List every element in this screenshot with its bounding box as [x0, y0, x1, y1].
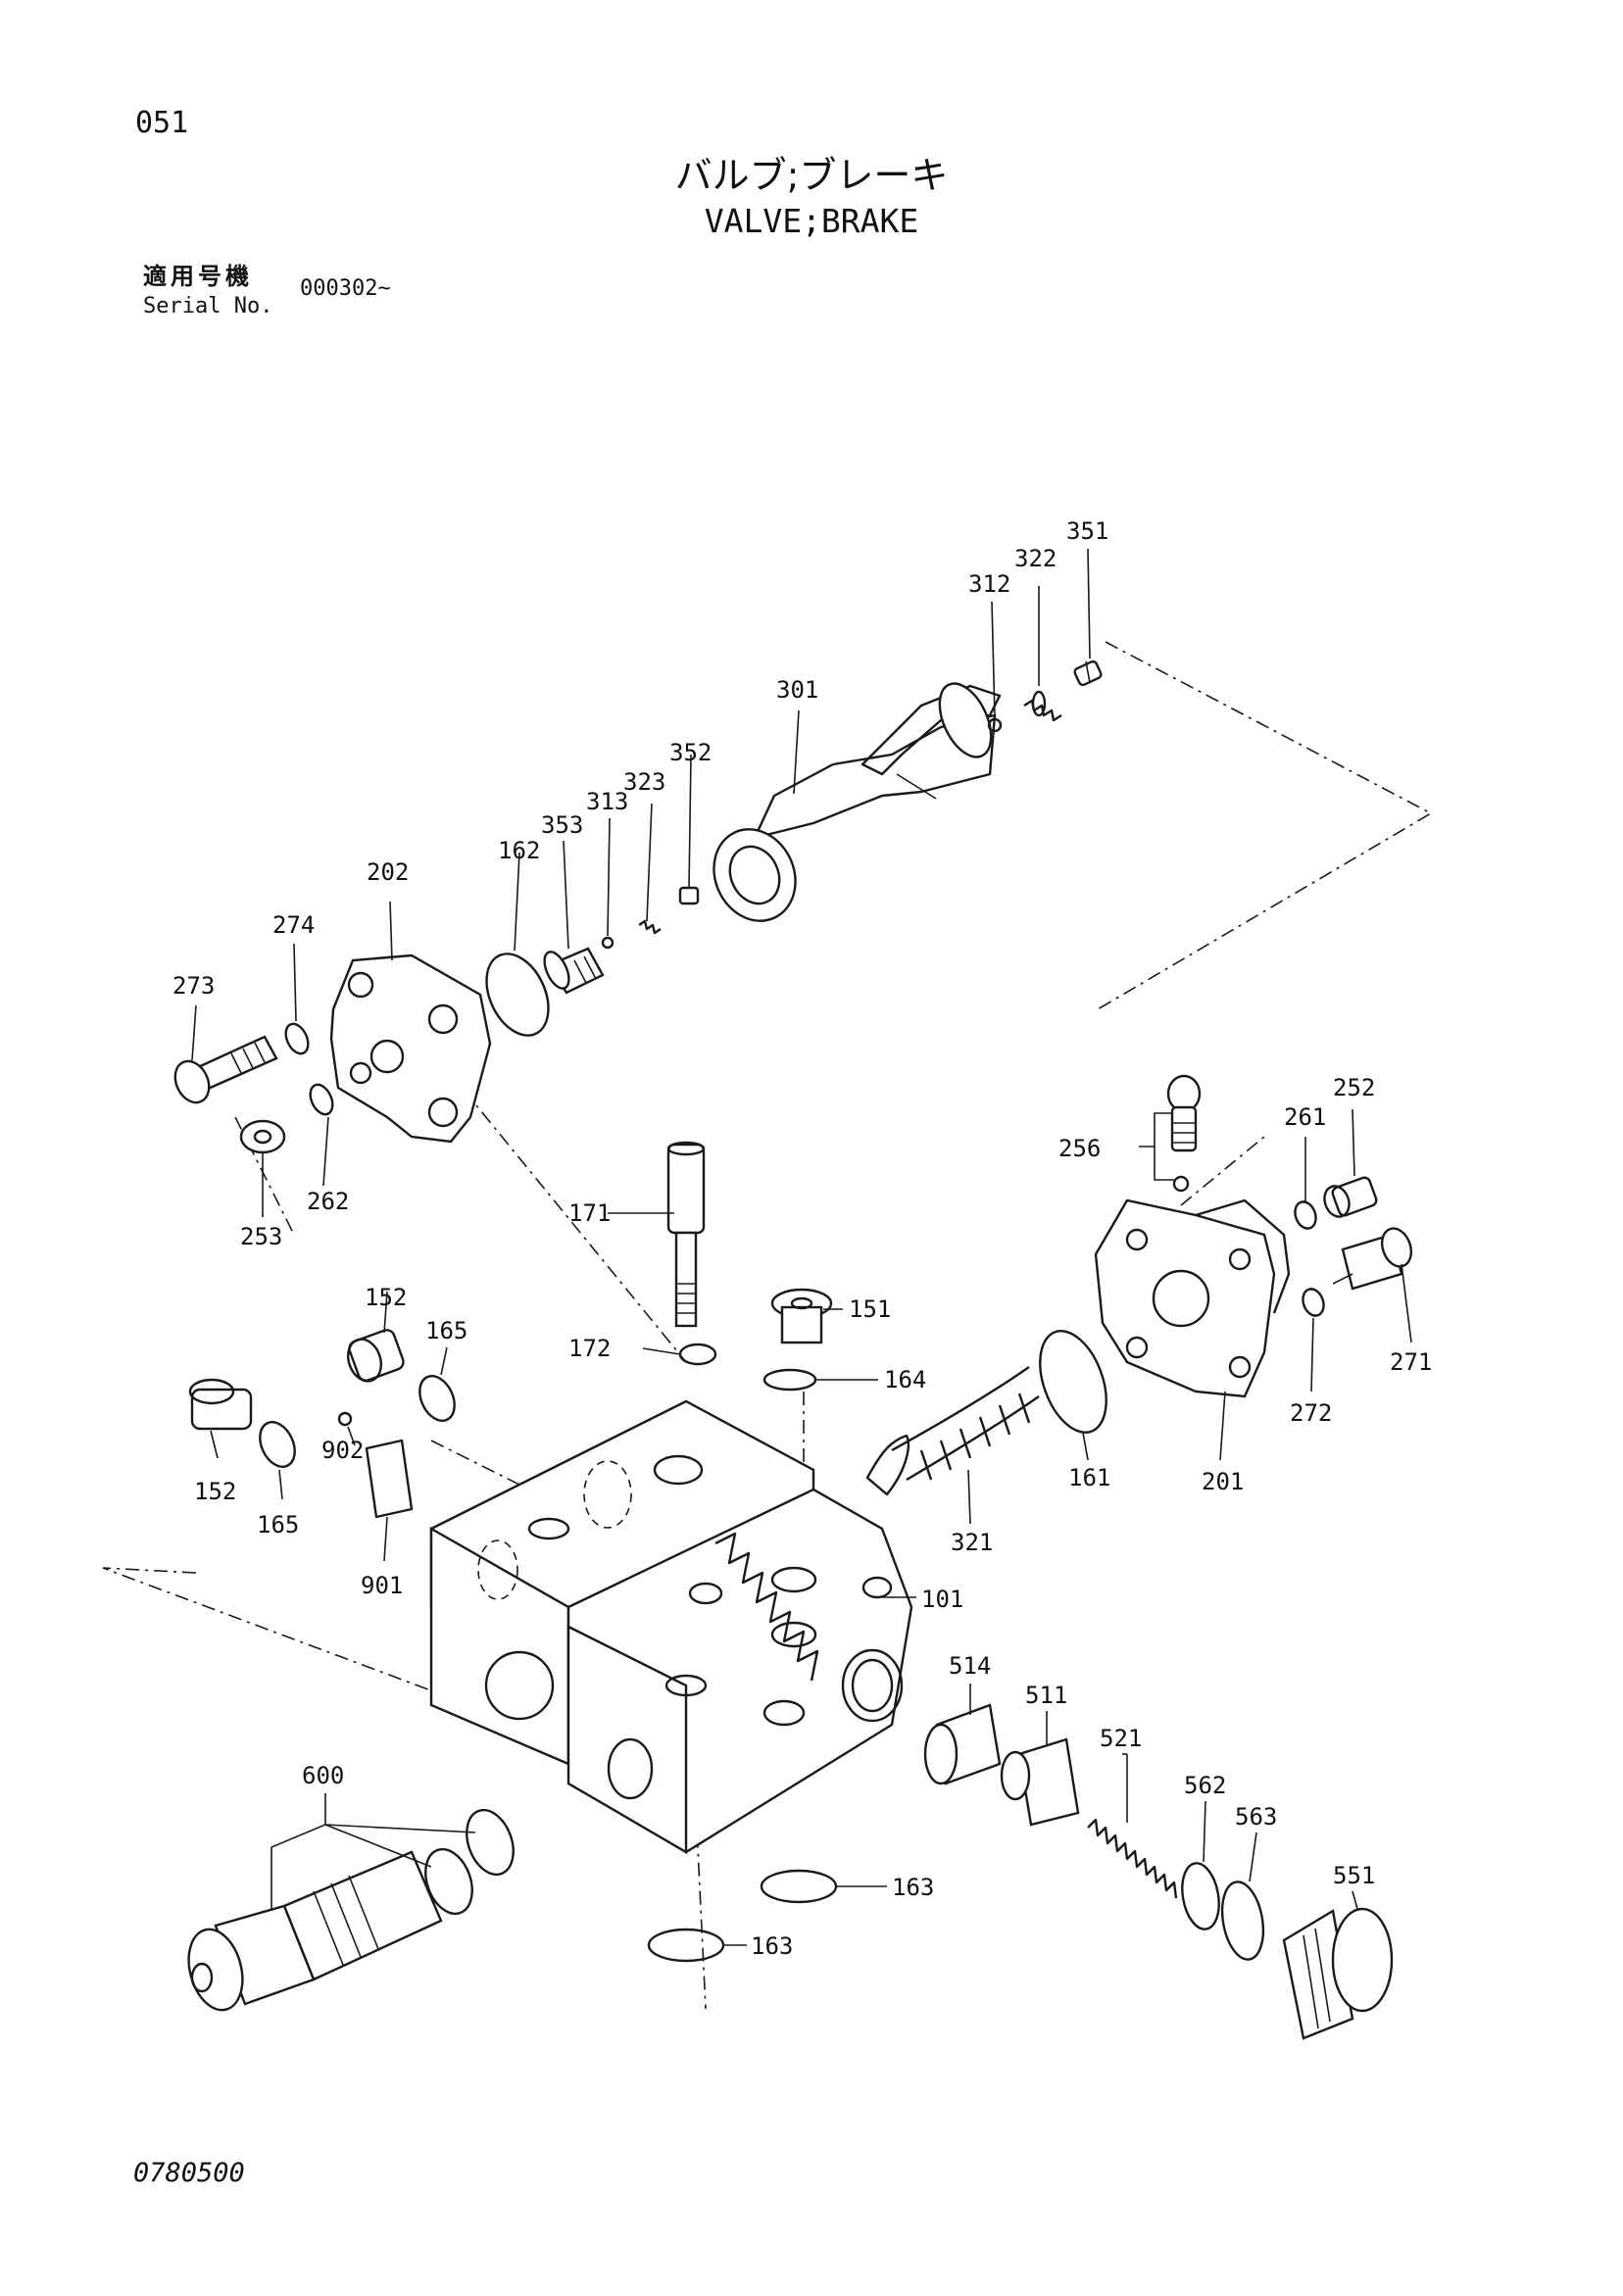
callout-274: 274 — [272, 911, 315, 939]
o-ring-162 — [485, 953, 550, 1037]
callout-262: 262 — [307, 1188, 349, 1215]
callout-163-upper: 163 — [892, 1874, 934, 1901]
spring-321 — [714, 1366, 1040, 1682]
callout-261: 261 — [1284, 1103, 1326, 1131]
sleeve-514 — [923, 1703, 1002, 1785]
spring-322 — [1023, 690, 1062, 722]
o-ring-163-lower — [647, 1928, 725, 1963]
title-english: VALVE;BRAKE — [704, 202, 919, 240]
cover-202 — [329, 953, 492, 1144]
ring-274 — [284, 1022, 310, 1055]
callout-172: 172 — [568, 1335, 611, 1362]
callout-323: 323 — [623, 768, 665, 796]
callout-562: 562 — [1184, 1772, 1226, 1799]
callout-312: 312 — [968, 570, 1010, 598]
callout-165-upper: 165 — [425, 1317, 467, 1344]
ring-563 — [1220, 1881, 1265, 1961]
page-number: 051 — [135, 106, 189, 140]
plug-253 — [239, 1119, 286, 1154]
ball-313 — [601, 936, 615, 950]
valve-body-101 — [429, 1399, 913, 1855]
callout-256: 256 — [1058, 1135, 1101, 1162]
callout-163-lower: 163 — [751, 1932, 793, 1960]
serial-label-english: Serial No. — [143, 294, 273, 318]
o-ring-164 — [762, 1368, 817, 1392]
bolt-271 — [1332, 1227, 1413, 1291]
callout-164: 164 — [884, 1366, 926, 1393]
callout-600: 600 — [302, 1762, 344, 1789]
relief-valve-600 — [187, 1850, 443, 2012]
callout-514: 514 — [949, 1652, 991, 1680]
callout-162: 162 — [498, 837, 540, 864]
callout-labels: 351 322 312 301 352 323 313 353 162 202 … — [172, 517, 1432, 1960]
o-ring-165-lower — [259, 1421, 296, 1468]
callout-171: 171 — [568, 1199, 611, 1227]
callout-152-lower: 152 — [194, 1478, 236, 1505]
ring-272 — [1302, 1288, 1325, 1317]
callout-252: 252 — [1333, 1074, 1375, 1101]
callout-271: 271 — [1390, 1348, 1432, 1376]
callout-551: 551 — [1333, 1862, 1375, 1889]
ring-261 — [1294, 1200, 1317, 1230]
callout-301: 301 — [776, 676, 818, 704]
callout-273: 273 — [172, 972, 215, 1000]
callout-322: 322 — [1014, 545, 1057, 572]
callout-353: 353 — [541, 811, 583, 839]
callout-563: 563 — [1235, 1803, 1277, 1831]
spool-assembly — [713, 682, 1002, 922]
screw-902 — [337, 1411, 353, 1427]
title-japanese: バルブ;ブレーキ — [674, 154, 949, 197]
callout-321: 321 — [951, 1529, 993, 1556]
plug-551 — [1282, 1907, 1394, 2040]
callout-902: 902 — [321, 1437, 364, 1464]
callout-901: 901 — [361, 1572, 403, 1599]
spring-521 — [1087, 1754, 1178, 1899]
plug-152-upper — [346, 1329, 405, 1383]
fitting-256 — [1166, 1074, 1202, 1193]
callout-202: 202 — [367, 858, 409, 886]
plug-152-lower — [188, 1378, 253, 1431]
leader-lines — [191, 548, 1412, 1946]
callout-272: 272 — [1290, 1399, 1332, 1427]
callout-521: 521 — [1100, 1725, 1142, 1752]
callout-313: 313 — [586, 788, 628, 815]
callout-151: 151 — [849, 1295, 891, 1323]
washer-172 — [678, 1343, 717, 1366]
callout-152-upper: 152 — [365, 1284, 407, 1311]
plug-352 — [678, 886, 700, 905]
callout-161: 161 — [1068, 1464, 1110, 1491]
bolt-171 — [666, 1141, 706, 1328]
callout-165-lower: 165 — [257, 1511, 299, 1539]
o-ring-600b — [466, 1808, 515, 1877]
ring-562 — [1181, 1862, 1220, 1930]
cover-201 — [1094, 1198, 1291, 1398]
o-ring-600a — [424, 1847, 473, 1916]
o-ring-165-upper — [418, 1375, 456, 1422]
ring-262 — [309, 1083, 334, 1116]
callout-101: 101 — [921, 1586, 963, 1613]
callout-352: 352 — [669, 739, 712, 766]
name-plate-901 — [365, 1439, 414, 1519]
o-ring-161 — [1039, 1330, 1107, 1434]
ball-312 — [987, 717, 1003, 733]
callout-511: 511 — [1025, 1682, 1067, 1709]
plug-351 — [1073, 659, 1103, 687]
document-code: 0780500 — [133, 2158, 245, 2188]
callout-201: 201 — [1202, 1468, 1244, 1495]
plug-353 — [543, 947, 605, 995]
plug-252 — [1323, 1176, 1378, 1218]
spring-323 — [638, 919, 662, 935]
callout-351: 351 — [1066, 517, 1108, 545]
callout-253: 253 — [240, 1223, 282, 1250]
serial-label-japanese: 適用号機 — [143, 263, 253, 290]
plug-151 — [770, 1288, 833, 1344]
bolt-273 — [173, 1035, 278, 1104]
serial-number-range: 000302~ — [300, 276, 391, 301]
o-ring-163-upper — [760, 1869, 838, 1904]
piston-511 — [1000, 1737, 1080, 1827]
